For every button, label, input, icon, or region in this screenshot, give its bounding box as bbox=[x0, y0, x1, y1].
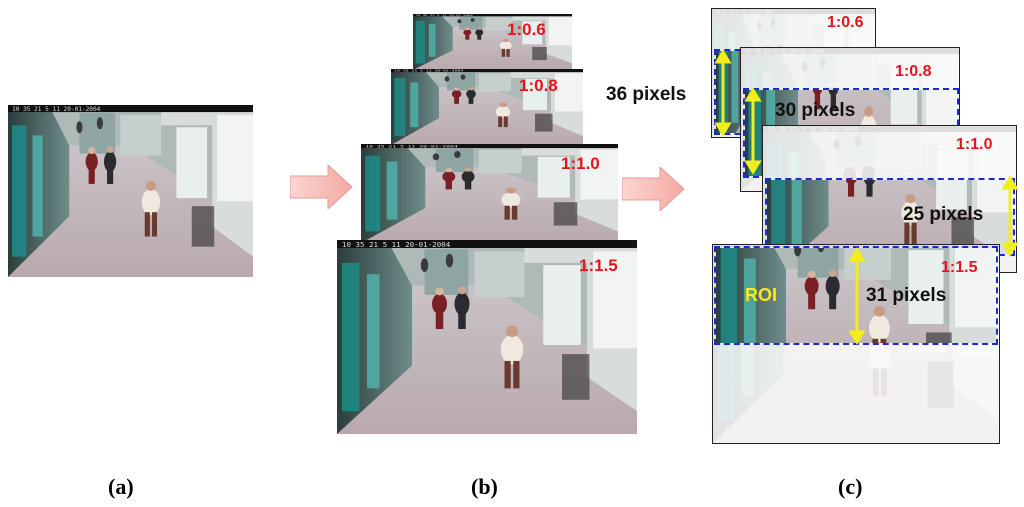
roi-height-label: 25 pixels bbox=[903, 204, 983, 226]
panel-label-b: (b) bbox=[471, 474, 498, 500]
roi-height-label: 31 pixels bbox=[866, 285, 946, 307]
roi-height-label: 36 pixels bbox=[606, 84, 686, 106]
roi-height-label: 30 pixels bbox=[775, 100, 855, 122]
panel-label-a: (a) bbox=[108, 474, 134, 500]
panel-label-c: (c) bbox=[838, 474, 862, 500]
